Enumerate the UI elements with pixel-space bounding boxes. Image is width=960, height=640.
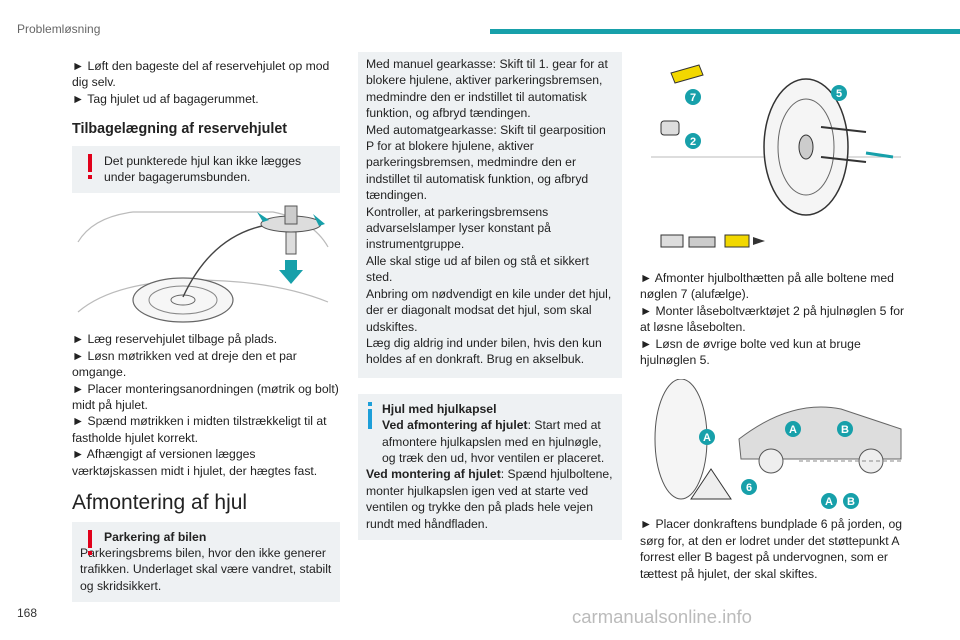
callout-A-under: A <box>825 496 833 508</box>
info-note-text: Ved afmontering af hjulet: Start med at … <box>382 418 605 465</box>
info-note-title: Hjul med hjulkapsel <box>382 401 497 416</box>
info-text: Med manuel gearkasse: Skift til 1. gear … <box>366 57 608 121</box>
bullet-item: ► Placer monteringsanordningen (møtrik o… <box>72 381 339 413</box>
column-3: 7 2 5 ► Afmonter hjulbolthætten på alle … <box>640 56 914 582</box>
info-text: Anbring om nødvendigt en kile under det … <box>366 286 612 334</box>
page-number: 168 <box>17 606 38 620</box>
callout-B-under: B <box>847 496 855 508</box>
callout-6: 6 <box>746 482 752 494</box>
spare-wheel-illustration <box>72 201 340 325</box>
bullet-item: ► Læg reservehjulet tilbage på plads. <box>72 332 278 347</box>
warning-box: Parkering af bilen Parkeringsbrems bilen… <box>72 521 340 603</box>
callout-7: 7 <box>690 92 696 104</box>
bullet-item: ► Afmonter hjulbolthætten på alle bolten… <box>640 271 894 302</box>
warning-icon <box>88 529 92 555</box>
info-text: Kontroller, at parkeringsbremsens advars… <box>366 204 551 252</box>
callout-5: 5 <box>836 88 842 100</box>
info-text: Alle skal stige ud af bilen og stå et si… <box>366 253 589 285</box>
bullet-item: ► Løsn møtrikken ved at dreje den et par… <box>72 348 297 380</box>
info-icon <box>368 401 372 429</box>
bullet-item: ► Monter låseboltværktøjet 2 på hjulnøgl… <box>640 303 905 335</box>
watermark: carmanualsonline.info <box>572 606 752 627</box>
info-box: Med manuel gearkasse: Skift til 1. gear … <box>358 52 622 378</box>
warning-box: Det punkterede hjul kan ikke lægges unde… <box>72 145 340 194</box>
info-note-text: Ved montering af hjulet: Spænd hjulbolte… <box>366 467 613 531</box>
header-accent-bar <box>490 29 960 34</box>
jack-placement-illustration: A B A 6 A B <box>640 378 914 510</box>
callout-A: A <box>789 424 797 436</box>
wheel-bolt-illustration: 7 2 5 <box>640 56 914 262</box>
section-header: Problemløsning <box>17 22 101 36</box>
warning-title: Parkering af bilen <box>104 529 207 544</box>
section-heading: Tilbagelægning af reservehjulet <box>72 121 288 138</box>
bullet-item: ► Spænd møtrikken i midten tilstrækkelig… <box>72 414 327 445</box>
bullet-item: ► Tag hjulet ud af bagagerummet. <box>72 91 259 106</box>
bullet-item: ► Placer donkraftens bundplade 6 på jord… <box>640 517 903 581</box>
section-heading-large: Afmontering af hjul <box>72 491 248 515</box>
bullet-item: ► Afhængigt af versionen lægges værktøjs… <box>72 447 318 478</box>
bullet-item: ► Løft den bageste del af reservehjulet … <box>72 59 330 90</box>
info-text: Læg dig aldrig ind under bilen, hvis den… <box>366 335 602 367</box>
bullet-item: ► Løsn de øvrige bolte ved kun at bruge … <box>640 336 861 368</box>
info-note-box: Hjul med hjulkapsel Ved afmontering af h… <box>358 393 622 540</box>
callout-2: 2 <box>690 136 696 148</box>
callout-A-jack: A <box>703 432 711 444</box>
column-1: ► Løft den bageste del af reservehjulet … <box>72 58 340 603</box>
warning-text: Det punkterede hjul kan ikke lægges unde… <box>104 153 302 185</box>
warning-text: Parkeringsbrems bilen, hvor den ikke gen… <box>80 545 332 593</box>
info-text: Med automatgearkasse: Skift til gearposi… <box>366 122 606 203</box>
warning-icon <box>88 153 92 179</box>
callout-B: B <box>841 424 849 436</box>
column-2: Med manuel gearkasse: Skift til 1. gear … <box>358 52 622 540</box>
